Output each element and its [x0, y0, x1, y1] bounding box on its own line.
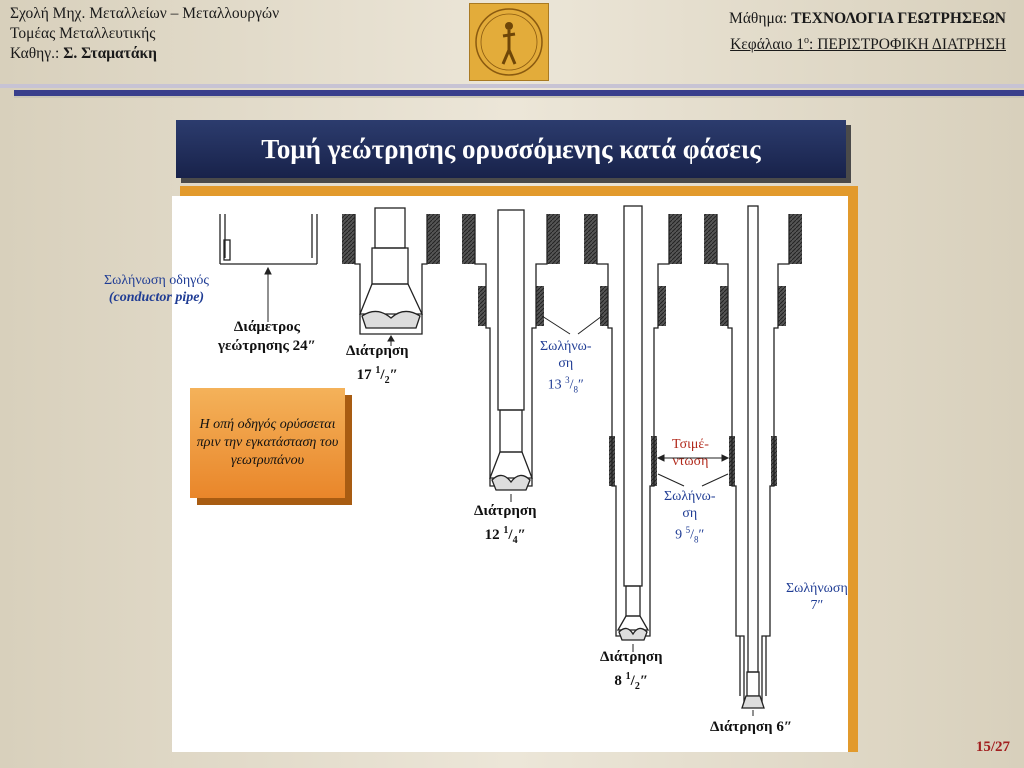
department-name: Τομέας Μεταλλευτικής [10, 25, 156, 42]
label-casing-13-3-8: Σωλήνω- ση 13 3/8″ [540, 339, 592, 395]
stage-drilling-17-half [342, 207, 440, 335]
header-left: Σχολή Μηχ. Μεταλλείων – Μεταλλουργών Τομ… [10, 4, 279, 64]
header-right: Μάθημα: ΤΕΧΝΟΛΟΓΙΑ ΓΕΩΤΡΗΣΕΩΝ Κεφάλαιο 1… [729, 8, 1006, 56]
pilot-hole-note: Η οπή οδηγός ορύσσεται πριν την εγκατάστ… [190, 388, 345, 498]
label-casing-9-5-8: Σωλήνω- ση 9 5/8″ [664, 489, 716, 545]
stage-drilling-8-half [584, 205, 682, 641]
slide-title: Τομή γεώτρησης ορυσσόμενης κατά φάσεις [176, 120, 846, 178]
label-hole-diameter: Διάμετρος γεώτρησης 24″ [218, 319, 316, 354]
header-rule-shadow [14, 96, 1024, 98]
page-number: 15/27 [975, 739, 1010, 755]
label-cementing: Τσιμέ- ντωση [672, 437, 709, 469]
header-rule-dark [14, 90, 1024, 96]
label-drilling-12-quarter: Διάτρηση 12 1/4″ [474, 503, 537, 546]
stage-drilling-12-quarter [462, 209, 560, 491]
well-section-diagram [219, 205, 802, 716]
label-drilling-17-half: Διάτρηση 17 1/2″ [346, 343, 409, 386]
university-seal-icon [469, 3, 549, 81]
label-drilling-8-half: Διάτρηση 8 1/2″ [600, 649, 663, 692]
stage-conductor-hole [219, 214, 318, 265]
label-casing-7: Σωλήνωση 7″ [786, 581, 848, 613]
leader-lines [264, 266, 754, 716]
chapter-line: Κεφάλαιο 1ο: ΠΕΡΙΣΤΡΟΦΙΚΗ ΔΙΑΤΡΗΣΗ [730, 35, 1006, 54]
label-conductor-pipe: Σωλήνωση οδηγός (conductor pipe) [104, 273, 209, 305]
professor: Καθηγ.: Σ. Σταματάκη [10, 45, 157, 62]
header-rule-light [0, 84, 1024, 88]
school-name: Σχολή Μηχ. Μεταλλείων – Μεταλλουργών [10, 5, 280, 22]
label-drilling-6: Διάτρηση 6″ [710, 719, 793, 735]
stage-drilling-6 [704, 205, 802, 709]
course-line: Μάθημα: ΤΕΧΝΟΛΟΓΙΑ ΓΕΩΤΡΗΣΕΩΝ [729, 10, 1006, 27]
